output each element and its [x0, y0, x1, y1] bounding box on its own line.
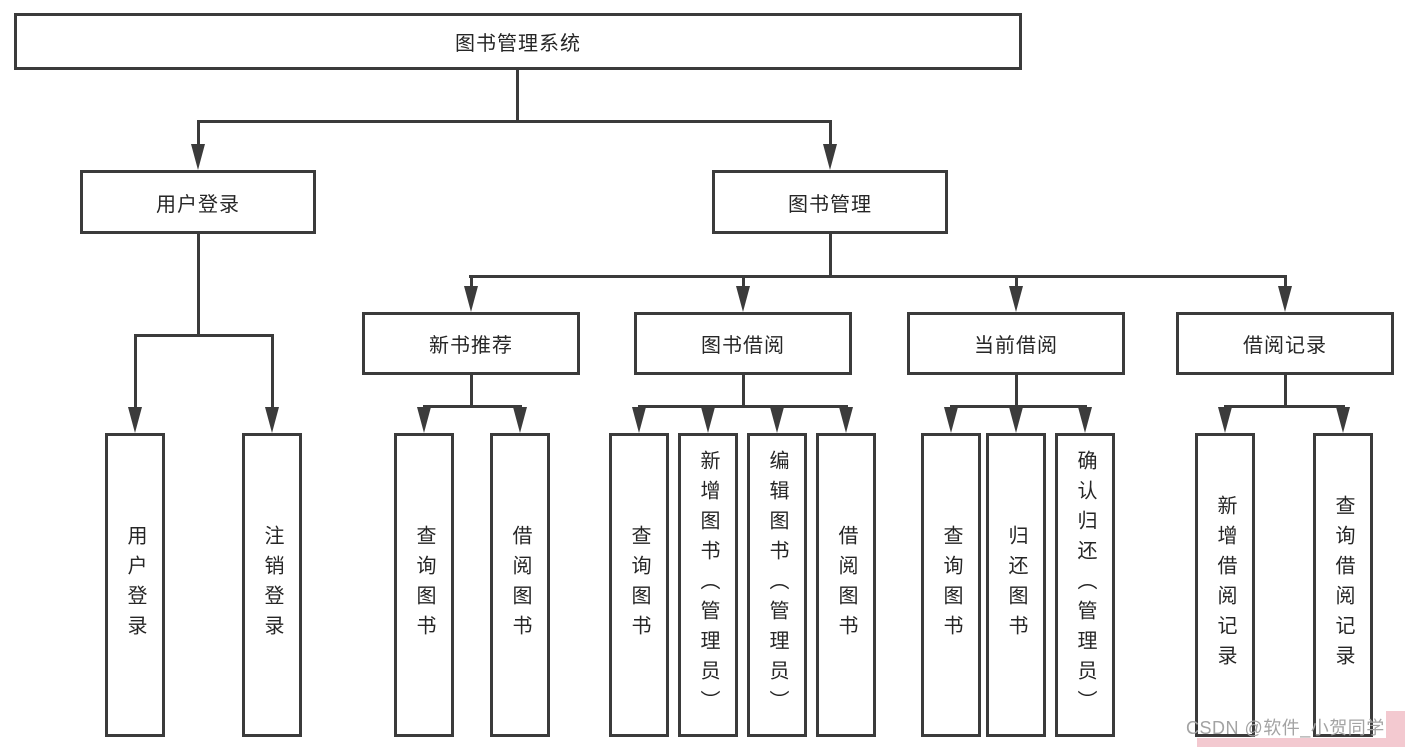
node-book-management: 图书管理 — [712, 170, 948, 234]
connector-bookmgmt-bus — [469, 275, 1287, 278]
connector-drop — [829, 120, 832, 146]
arrow-down-icon — [839, 407, 853, 433]
connector-drop — [470, 275, 473, 288]
connector-bus — [423, 405, 522, 408]
connector-bookmgmt-stem — [829, 234, 832, 275]
node-label: 确认归还（管理员） — [1074, 450, 1096, 720]
leaf-query-books: 查询图书 — [921, 433, 981, 737]
node-label: 查询图书 — [413, 525, 435, 645]
node-label: 查询图书 — [940, 525, 962, 645]
node-label: 查询借阅记录 — [1332, 495, 1354, 675]
node-label: 借阅图书 — [835, 525, 857, 645]
node-new-book-recommend: 新书推荐 — [362, 312, 580, 375]
connector-stem — [470, 375, 473, 405]
node-user-login: 用户登录 — [80, 170, 316, 234]
node-label: 借阅图书 — [509, 525, 531, 645]
node-label: 用户登录 — [124, 525, 146, 645]
connector-drop — [1015, 275, 1018, 288]
node-label: 归还图书 — [1005, 525, 1027, 645]
node-label: 查询图书 — [628, 525, 650, 645]
leaf-user-login: 用户登录 — [105, 433, 165, 737]
arrow-down-icon — [265, 407, 279, 433]
node-book-borrow: 图书借阅 — [634, 312, 852, 375]
arrow-down-icon — [823, 144, 837, 170]
leaf-add-borrow-record: 新增借阅记录 — [1195, 433, 1255, 737]
arrow-down-icon — [944, 407, 958, 433]
connector-drop — [197, 120, 200, 146]
arrow-down-icon — [770, 407, 784, 433]
connector-bus — [638, 405, 848, 408]
leaf-query-borrow-record: 查询借阅记录 — [1313, 433, 1373, 737]
connector-root-stem — [516, 70, 519, 120]
connector-stem — [742, 375, 745, 405]
connector-bus — [1224, 405, 1345, 408]
node-label: 图书管理 — [788, 193, 872, 216]
connector-drop — [271, 334, 274, 409]
node-label: 注销登录 — [261, 525, 283, 645]
node-label: 当前借阅 — [974, 335, 1058, 357]
watermark: CSDN @软件_小贺同学 — [1186, 718, 1385, 738]
node-current-borrow: 当前借阅 — [907, 312, 1125, 375]
node-label: 新增借阅记录 — [1214, 495, 1236, 675]
leaf-confirm-return-admin: 确认归还（管理员） — [1055, 433, 1115, 737]
leaf-query-books: 查询图书 — [394, 433, 454, 737]
arrow-down-icon — [1336, 407, 1350, 433]
arrow-down-icon — [1009, 407, 1023, 433]
arrow-down-icon — [513, 407, 527, 433]
arrow-down-icon — [1078, 407, 1092, 433]
node-label: 图书管理系统 — [455, 33, 581, 55]
leaf-edit-books-admin: 编辑图书（管理员） — [747, 433, 807, 737]
arrow-down-icon — [632, 407, 646, 433]
arrow-down-icon — [701, 407, 715, 433]
arrow-down-icon — [464, 286, 478, 312]
connector-stem — [1015, 375, 1018, 405]
leaf-borrow-books: 借阅图书 — [816, 433, 876, 737]
connector-bus — [950, 405, 1087, 408]
watermark-highlight — [1197, 738, 1405, 747]
node-root: 图书管理系统 — [14, 13, 1022, 70]
connector-userlogin-stem — [197, 234, 200, 334]
arrow-down-icon — [736, 286, 750, 312]
leaf-add-books-admin: 新增图书（管理员） — [678, 433, 738, 737]
connector-userlogin-bus — [134, 334, 274, 337]
node-label: 图书借阅 — [701, 335, 785, 357]
node-label: 新书推荐 — [429, 335, 513, 357]
arrow-down-icon — [128, 407, 142, 433]
leaf-return-books: 归还图书 — [986, 433, 1046, 737]
node-label: 用户登录 — [156, 193, 240, 216]
connector-drop — [742, 275, 745, 288]
node-label: 新增图书（管理员） — [697, 450, 719, 720]
arrow-down-icon — [191, 144, 205, 170]
leaf-query-books: 查询图书 — [609, 433, 669, 737]
arrow-down-icon — [417, 407, 431, 433]
arrow-down-icon — [1009, 286, 1023, 312]
leaf-borrow-books: 借阅图书 — [490, 433, 550, 737]
node-label: 编辑图书（管理员） — [766, 450, 788, 720]
connector-root-bus — [197, 120, 832, 123]
connector-drop — [134, 334, 137, 409]
leaf-logout: 注销登录 — [242, 433, 302, 737]
node-label: 借阅记录 — [1243, 335, 1327, 357]
connector-drop — [1284, 275, 1287, 288]
arrow-down-icon — [1218, 407, 1232, 433]
arrow-down-icon — [1278, 286, 1292, 312]
watermark-highlight — [1386, 711, 1405, 747]
node-borrow-records: 借阅记录 — [1176, 312, 1394, 375]
connector-stem — [1284, 375, 1287, 405]
